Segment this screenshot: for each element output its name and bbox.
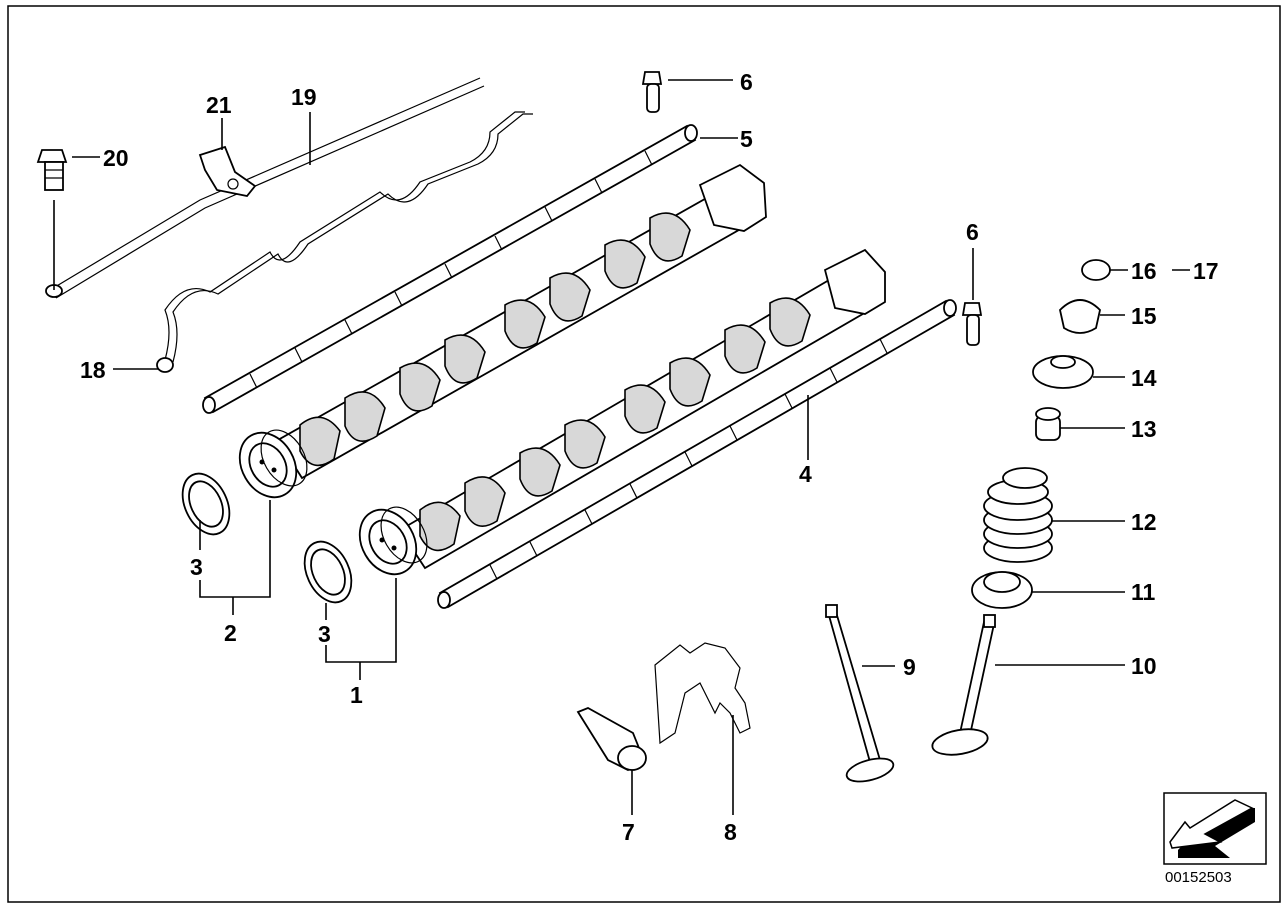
spring-seat [971, 571, 1033, 609]
valve-spring [983, 467, 1053, 563]
callout-19: 19 [291, 84, 317, 110]
callout-12: 12 [1131, 509, 1157, 535]
callout-10: 10 [1131, 653, 1157, 679]
leader-lines [53, 79, 1190, 815]
callout-2: 2 [224, 620, 237, 646]
reference-code: 00152503 [1165, 869, 1232, 886]
diagram-frame [7, 5, 1281, 903]
callout-9: 9 [903, 654, 916, 680]
callout-6-lower: 6 [966, 219, 979, 245]
retaining-clip [654, 642, 751, 745]
rocker-shaft-lower [437, 299, 957, 609]
callout-16: 16 [1131, 258, 1157, 284]
callout-21: 21 [206, 92, 232, 118]
callout-15: 15 [1131, 303, 1157, 329]
callout-14: 14 [1131, 365, 1157, 391]
hydraulic-lifter-cap [1081, 259, 1111, 281]
rocker-arm [576, 707, 647, 772]
callout-3-lower: 3 [318, 621, 331, 647]
callout-18: 18 [80, 357, 106, 383]
bracket [198, 145, 257, 197]
hollow-bolt [36, 149, 68, 191]
rocker-shaft-upper [202, 124, 698, 414]
callout-labels: 1 2 3 3 4 5 6 6 7 8 9 10 11 12 13 14 15 … [80, 69, 1219, 845]
callout-3-upper: 3 [190, 554, 203, 580]
bolt-lower [961, 302, 983, 346]
seal-ring-lower [303, 540, 353, 604]
callout-5: 5 [740, 126, 753, 152]
camshaft-lower [358, 248, 886, 576]
direction-badge [1163, 792, 1267, 865]
spring-retainer [1032, 355, 1094, 389]
bolt-upper [641, 71, 663, 113]
callout-20: 20 [103, 145, 129, 171]
callout-8: 8 [724, 819, 737, 845]
callout-7: 7 [622, 819, 635, 845]
intake-valve [825, 604, 895, 783]
callout-1: 1 [350, 682, 363, 708]
callout-6-upper: 6 [740, 69, 753, 95]
camshaft-upper [238, 163, 767, 499]
exhaust-valve [931, 614, 996, 756]
arrow-icon [1169, 799, 1255, 858]
camshaft-upper-lobes [299, 212, 691, 467]
callout-17: 17 [1193, 258, 1219, 284]
callout-4: 4 [799, 461, 812, 487]
callout-13: 13 [1131, 416, 1157, 442]
valve-keeper [1059, 299, 1101, 334]
valve-stem-seal [1035, 407, 1061, 441]
callout-11: 11 [1131, 579, 1156, 605]
camshaft-lower-lobes [419, 297, 811, 552]
seal-ring-upper [181, 472, 231, 536]
oil-pipe-assembly [45, 77, 533, 373]
